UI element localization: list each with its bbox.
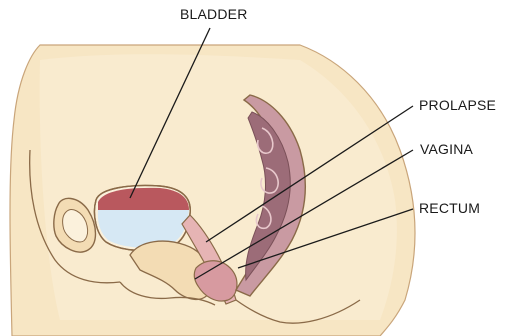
label-bladder: BLADDER (180, 6, 248, 22)
label-prolapse: PROLAPSE (419, 97, 496, 113)
label-vagina: VAGINA (420, 141, 473, 157)
label-rectum: RECTUM (419, 200, 480, 216)
